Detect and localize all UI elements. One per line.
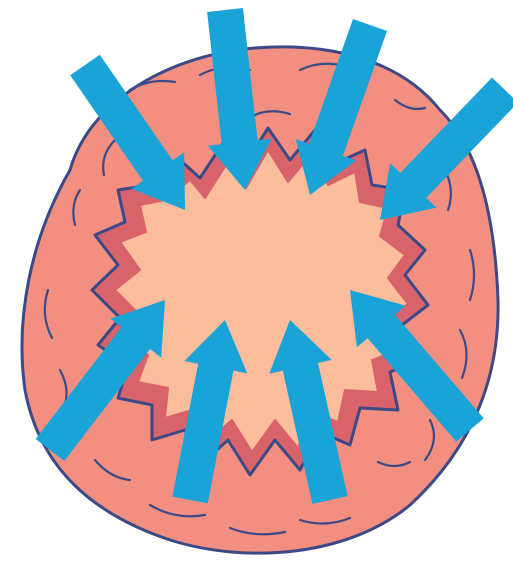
illustration-canvas <box>0 0 513 571</box>
